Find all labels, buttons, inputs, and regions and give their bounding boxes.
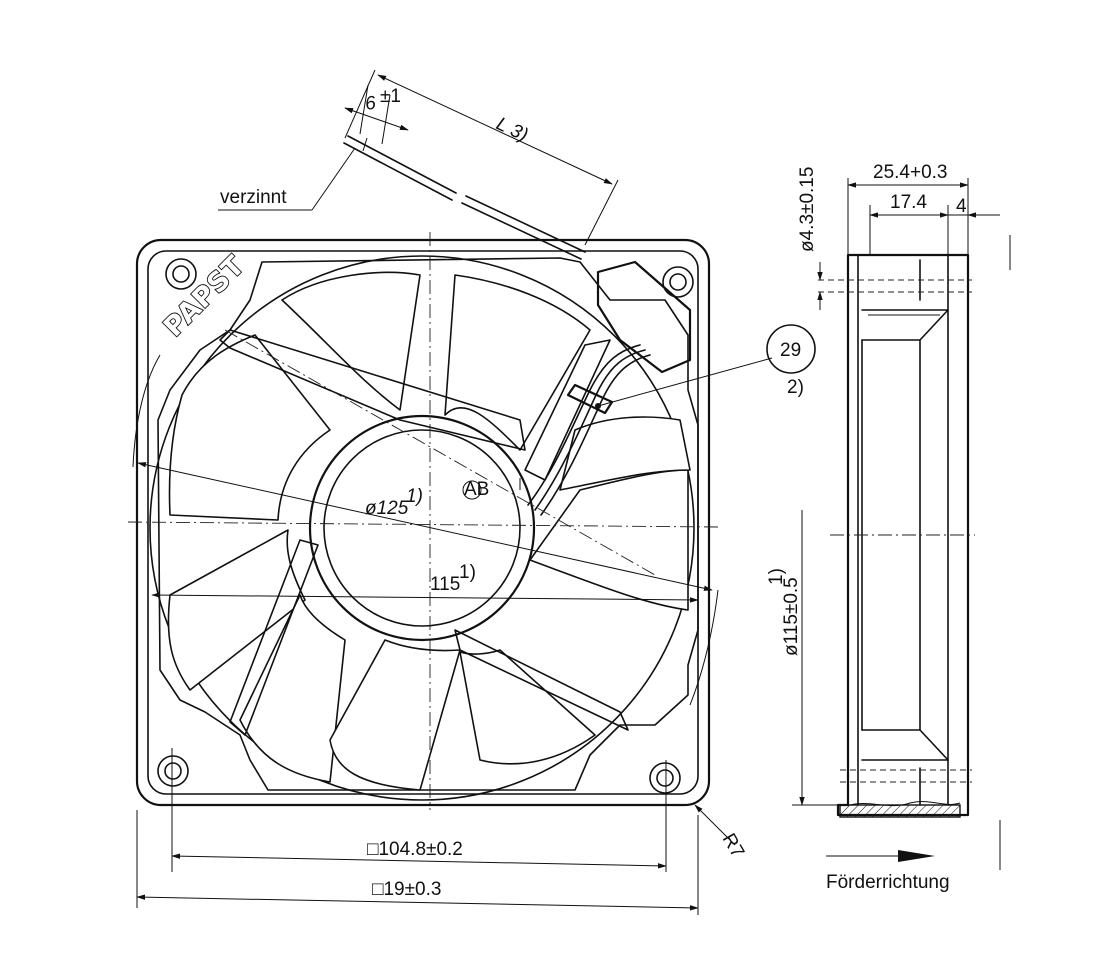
fan-blade: [444, 274, 591, 451]
dimension-diameter-125: [137, 462, 713, 591]
balloon-note: 2): [787, 377, 804, 398]
label-diameter-125: ø125: [365, 498, 409, 519]
arc-diameter-125: [132, 354, 161, 468]
hub-outer: [308, 414, 536, 642]
flow-arrow-head: [898, 850, 935, 862]
cable-lead-view: 6 ±1 L 3) verzinnt: [218, 69, 619, 260]
fan-blade: [281, 271, 421, 411]
bottom-dimensions: □104.8±0.2 □19±0.3 R7: [136, 748, 748, 915]
label-tinned: verzinnt: [220, 187, 287, 208]
balloon-circle: [766, 324, 816, 374]
balloon-item-number: 29: [780, 340, 801, 361]
label-diameter-125-note: 1): [406, 486, 423, 507]
label-depth-inner: 17.4: [890, 192, 927, 213]
mark-ab-circle: [462, 480, 482, 500]
label-hole-spacing: □104.8±0.2: [367, 839, 463, 860]
label-hole-diameter: ø4.3±0.15: [797, 167, 818, 252]
fan-blade: [168, 334, 331, 521]
side-view: 25.4+0.3 17.4 4 ø4.3±0.15 ø115±0.5 1) Fö…: [766, 162, 1011, 893]
mark-ab: AB: [464, 479, 489, 500]
dimension-width-115: [151, 592, 699, 603]
fan-blades: [167, 271, 691, 791]
mounting-hole-bl: [157, 755, 189, 787]
strain-relief-block: [596, 260, 692, 374]
label-corner-radius: R7: [718, 830, 748, 862]
strut-lower-right: [454, 629, 629, 731]
fan-blade: [239, 594, 346, 783]
balloon-leader-dot: [595, 403, 601, 409]
label-frame-size: □19±0.3: [372, 879, 441, 900]
label-width-115: 115: [430, 574, 460, 595]
label-diameter-side: ø115±0.5: [781, 577, 802, 656]
label-lead-length: L 3): [493, 113, 531, 146]
fan-blade: [329, 639, 461, 791]
frame-inner-contour: [157, 257, 699, 791]
arc-diameter-125: [689, 589, 719, 706]
label-strip-tolerance: ±1: [380, 86, 401, 107]
label-width-115-note: 1): [459, 562, 476, 583]
fan-blade: [529, 469, 689, 611]
label-strip-length: 6: [364, 93, 378, 115]
label-flow-direction: Förderrichtung: [826, 872, 950, 893]
mounting-hole-tl: [165, 258, 197, 290]
side-hatched-base: [839, 804, 961, 818]
label-diameter-side-note: 1): [766, 568, 787, 585]
mounting-hole-br: [649, 762, 681, 794]
strut-upper-left: [219, 329, 526, 451]
mounting-hole-tr: [662, 266, 694, 298]
label-depth-total: 25.4+0.3: [873, 162, 948, 183]
fan-blade: [459, 649, 596, 765]
balloon-leader: [597, 357, 773, 407]
front-view: PAPST ø125 1) 115 1) AB 29 2): [127, 232, 816, 810]
label-depth-flange: 4: [956, 196, 967, 217]
